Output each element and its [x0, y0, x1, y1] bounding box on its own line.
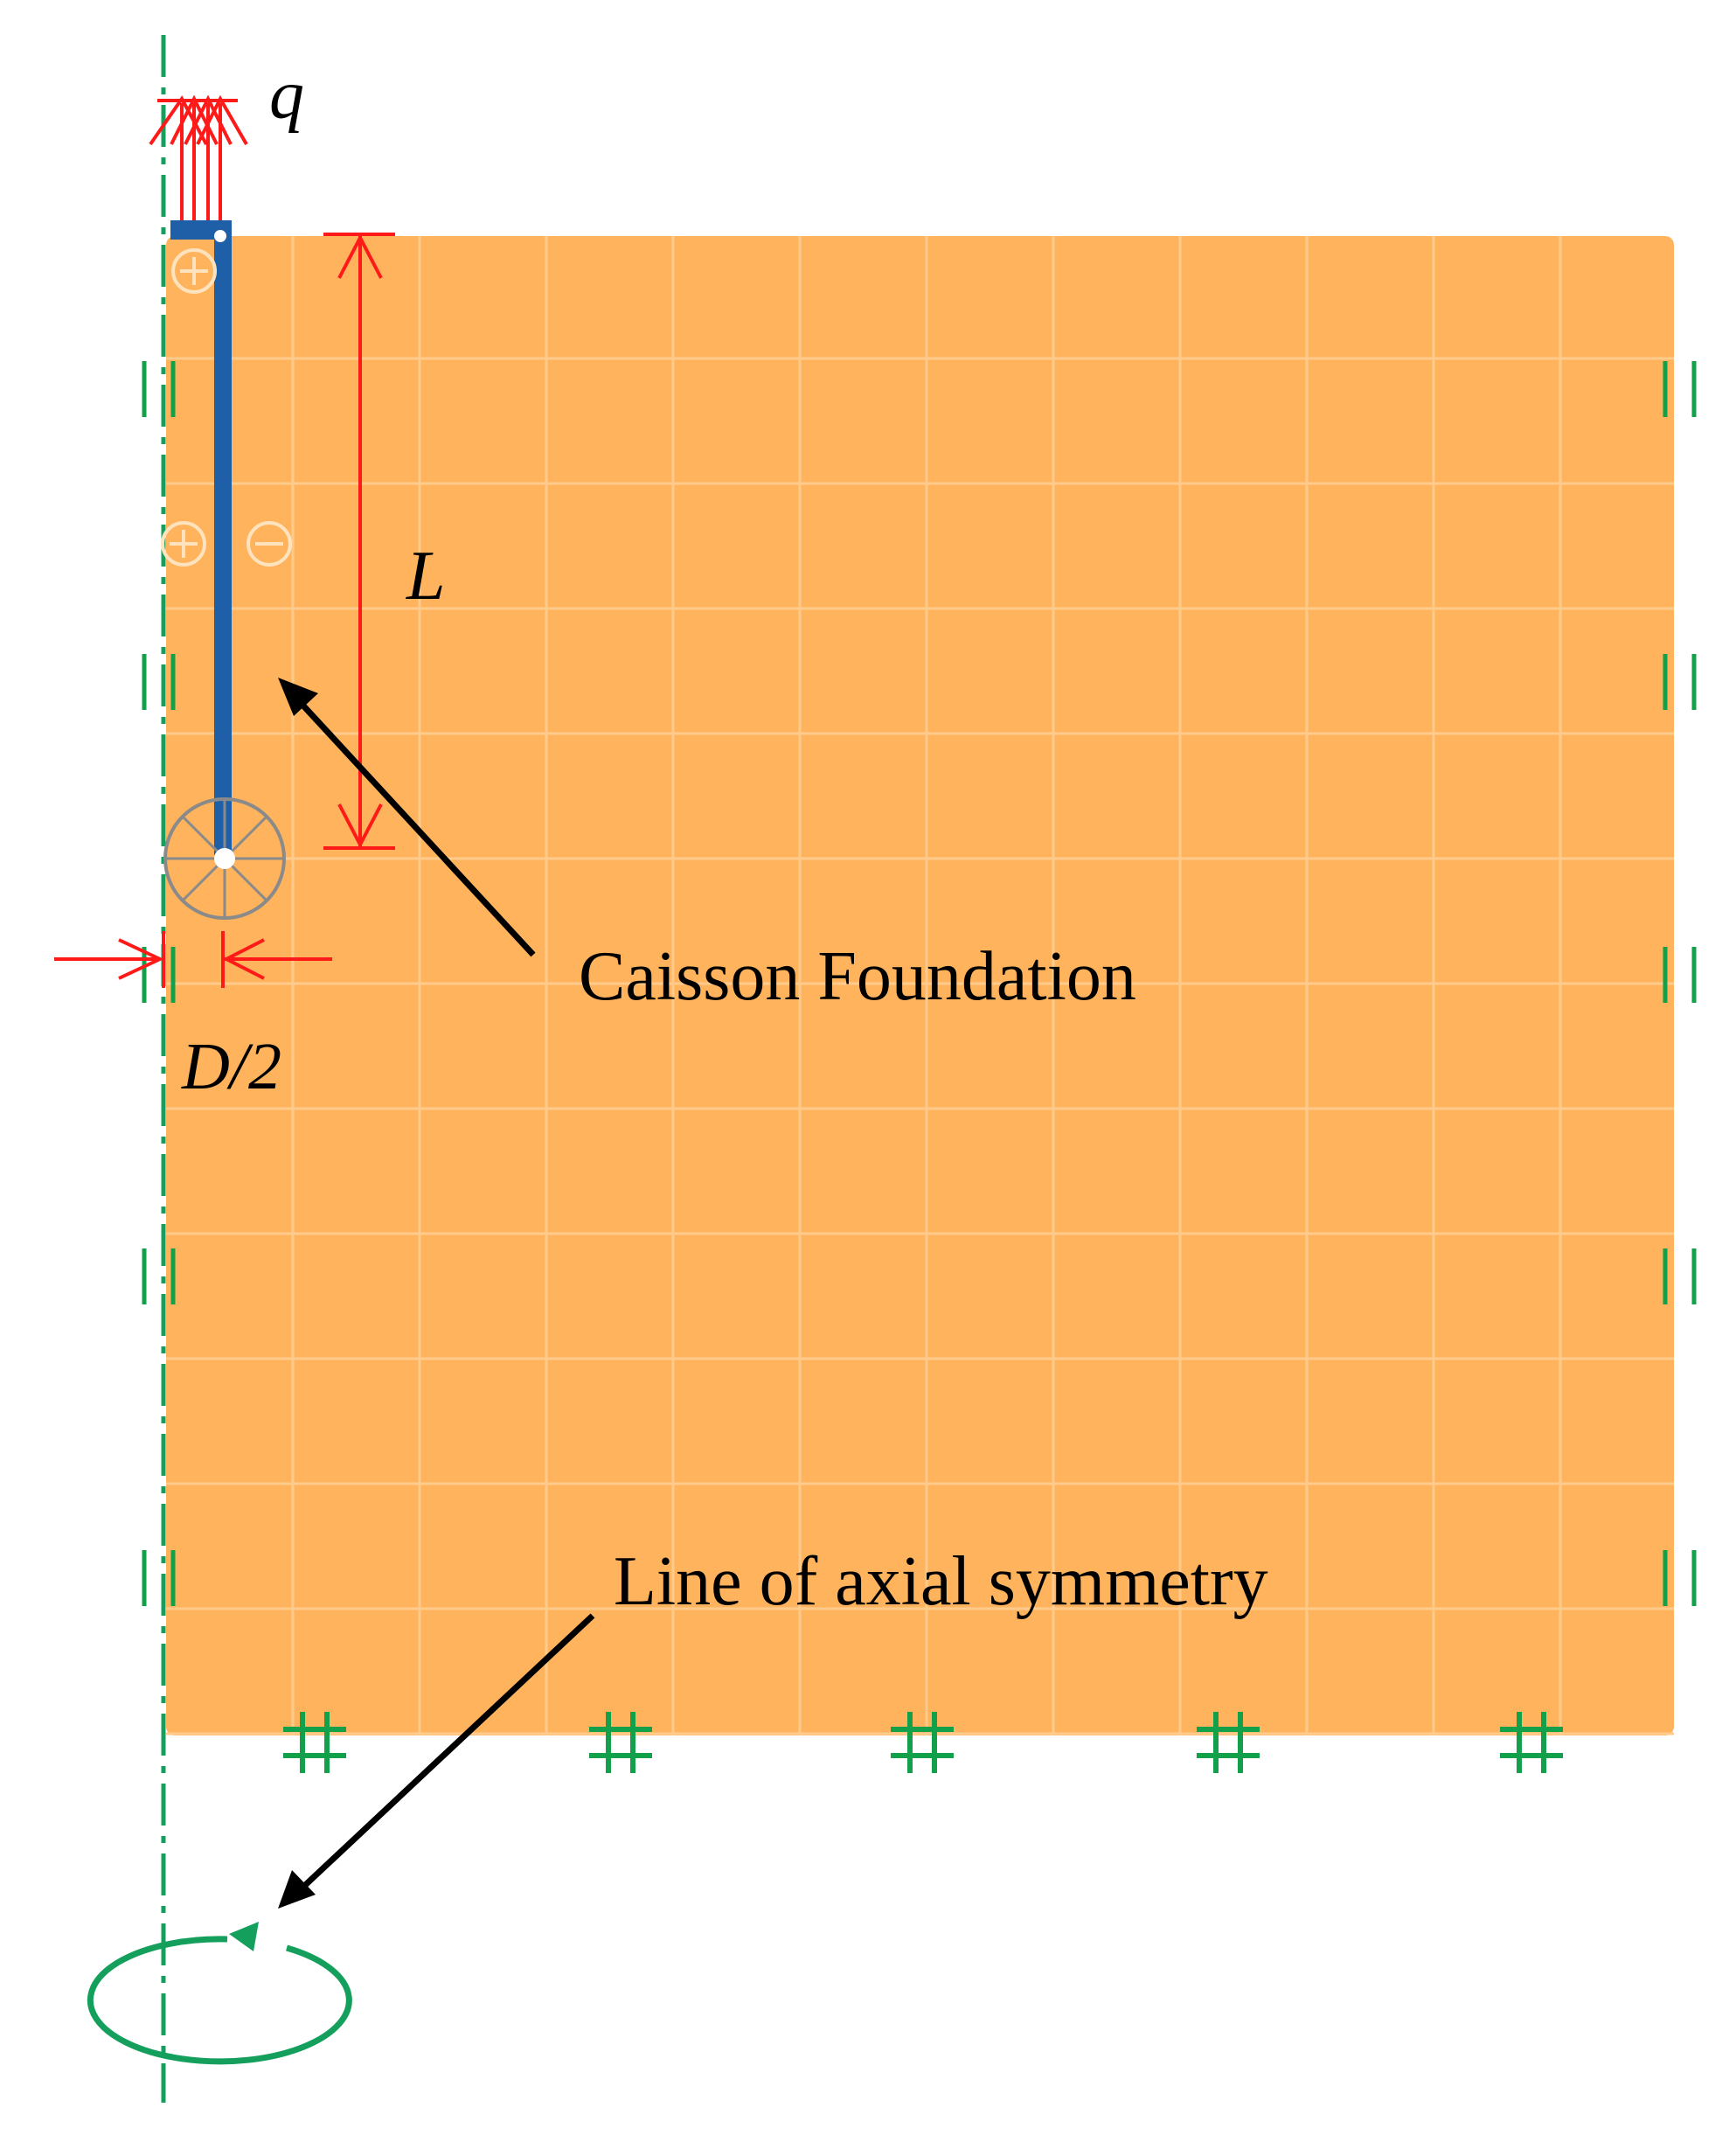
length-label: L [406, 538, 446, 615]
caisson-label: Caisson Foundation [579, 938, 1136, 1015]
cap-node-icon [214, 230, 226, 242]
load-arrows-icon [149, 94, 248, 220]
symmetry-label: Line of axial symmetry [614, 1543, 1268, 1620]
length-dimension-icon [323, 233, 395, 850]
rotation-arrow-icon [87, 1936, 352, 2065]
tip-node-center-icon [214, 848, 235, 869]
interface-plus-icon [171, 248, 217, 294]
caisson-foundation [214, 226, 232, 855]
interface-plus-icon [161, 521, 206, 567]
soil-domain [166, 236, 1674, 1735]
fixed-supports-icon [283, 1712, 1563, 1773]
symmetry-leader-arrow-icon [278, 1613, 595, 1909]
half-diameter-label: D/2 [181, 1030, 281, 1103]
rotation-arrowhead-icon [229, 1922, 259, 1951]
mesh-grid [166, 236, 1674, 1735]
roller-supports-icon [142, 361, 1697, 1606]
caisson-leader-arrow-icon [278, 678, 536, 957]
half-diameter-dimension-icon [54, 931, 332, 988]
load-label: q [269, 57, 304, 134]
interface-minus-icon [247, 521, 292, 567]
